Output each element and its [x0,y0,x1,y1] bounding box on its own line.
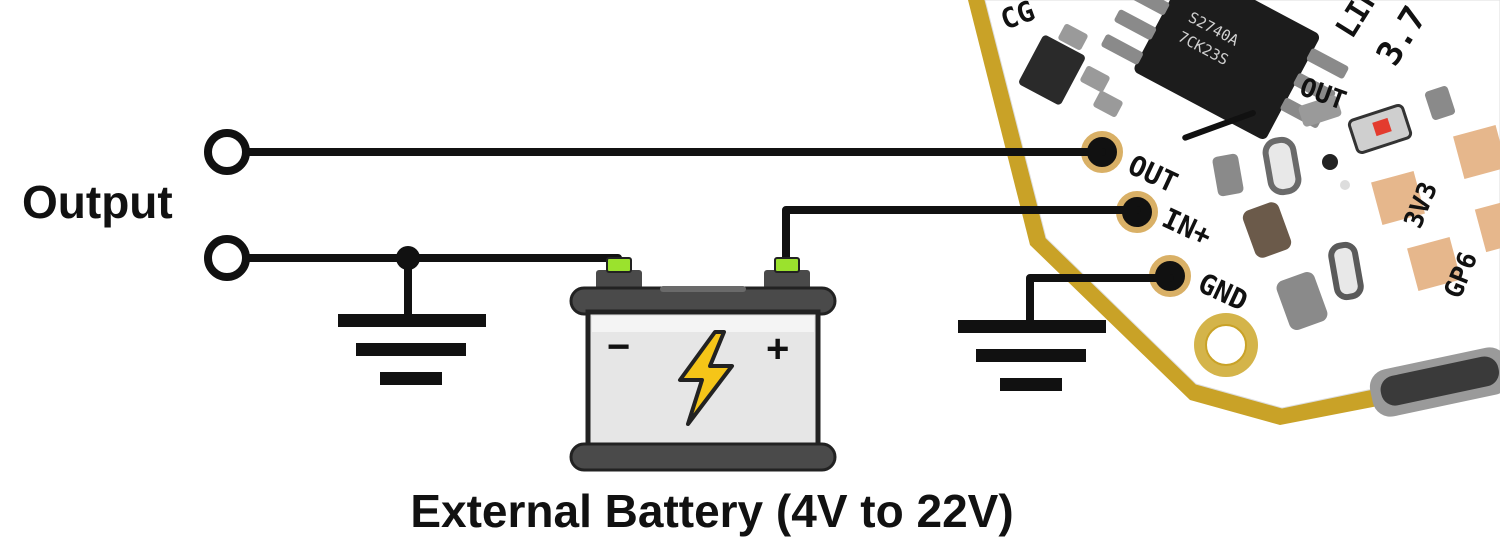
terminal-led-positive [774,257,800,273]
battery-terminal-positive [764,270,810,290]
wire-battery-positive [782,206,1141,272]
ground-symbol-right [958,320,1106,391]
ground-symbol-left [338,314,486,385]
silk-bar [1182,110,1256,141]
junction-dot [396,246,420,270]
terminal-led-negative [606,257,632,273]
battery-minus-sign: − [607,325,630,369]
lightning-bolt-icon [678,330,734,426]
charger-board: S2740A 7CK23S [968,0,1500,425]
battery-icon: − + [569,257,837,472]
gold-pads [1371,125,1500,291]
wire-output-negative [244,254,622,272]
open-terminal-icon-positive [204,129,250,175]
battery-terminal-negative [596,270,642,290]
output-terminals [204,129,250,281]
ic-chip: S2740A 7CK23S [1101,0,1349,140]
open-terminal-icon-negative [204,235,250,281]
battery-bottom-cap [569,442,837,472]
smd-components [1019,24,1456,331]
usb-c-connector [1369,347,1500,417]
battery-caption: External Battery (4V to 22V) [410,485,1013,537]
mounting-hole [1194,313,1258,377]
output-label: Output [22,176,173,228]
battery-plus-sign: + [766,327,789,371]
wire-gnd-board [1026,274,1174,326]
